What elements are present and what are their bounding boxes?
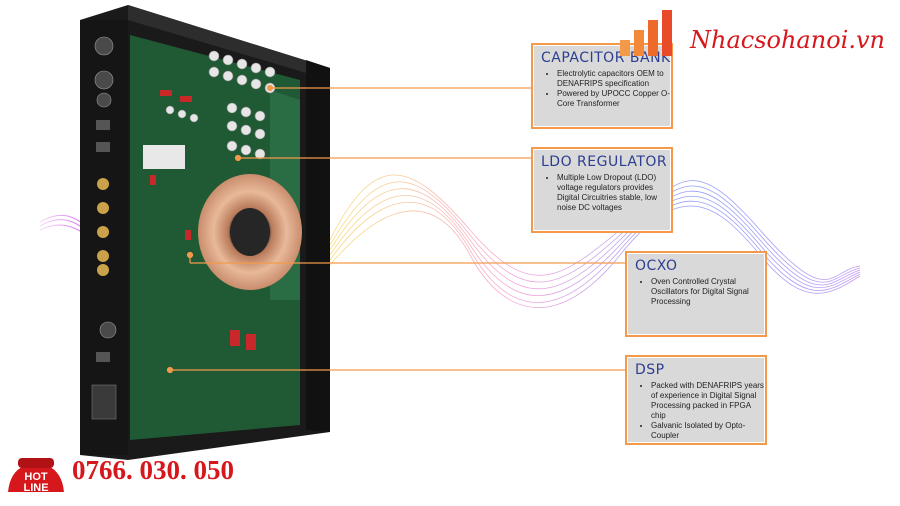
- callout-bullet: Packed with DENAFRIPS years of experienc…: [651, 381, 765, 421]
- callout-ldo-regulator: LDO REGULATOR Multiple Low Dropout (LDO)…: [531, 147, 673, 233]
- callout-bullet: Multiple Low Dropout (LDO) voltage regul…: [557, 173, 671, 213]
- callout-title: DSP: [635, 362, 665, 378]
- hotline-phone-icon: HOT LINE: [8, 458, 64, 494]
- callout-bullets: Multiple Low Dropout (LDO) voltage regul…: [543, 173, 671, 213]
- callout-bullet: Powered by UPOCC Copper O-Core Transform…: [557, 89, 671, 109]
- callout-dsp: DSP Packed with DENAFRIPS years of exper…: [625, 355, 767, 445]
- hotline-number[interactable]: 0766. 030. 050: [72, 455, 234, 485]
- brand-logo-icon: [620, 10, 672, 56]
- hotline-badge-bottom: LINE: [23, 482, 48, 494]
- callout-title: LDO REGULATOR: [541, 154, 668, 170]
- callout-title: OCXO: [635, 258, 678, 274]
- callout-ocxo: OCXO Oven Controlled Crystal Oscillators…: [625, 251, 767, 337]
- callout-bullet: Galvanic Isolated by Opto-Coupler: [651, 421, 765, 441]
- hotline-badge-top: HOT: [24, 471, 48, 483]
- callout-bullets: Oven Controlled Crystal Oscillators for …: [637, 277, 765, 307]
- callout-bullet: Electrolytic capacitors OEM to DENAFRIPS…: [557, 69, 671, 89]
- callout-bullets: Electrolytic capacitors OEM to DENAFRIPS…: [543, 69, 671, 109]
- brand-name: Nhacsohanoi.vn: [690, 26, 885, 54]
- callout-bullet: Oven Controlled Crystal Oscillators for …: [651, 277, 765, 307]
- callout-bullets: Packed with DENAFRIPS years of experienc…: [637, 381, 765, 441]
- leader-lines: [166, 84, 625, 374]
- dac-device-photo: [80, 5, 330, 460]
